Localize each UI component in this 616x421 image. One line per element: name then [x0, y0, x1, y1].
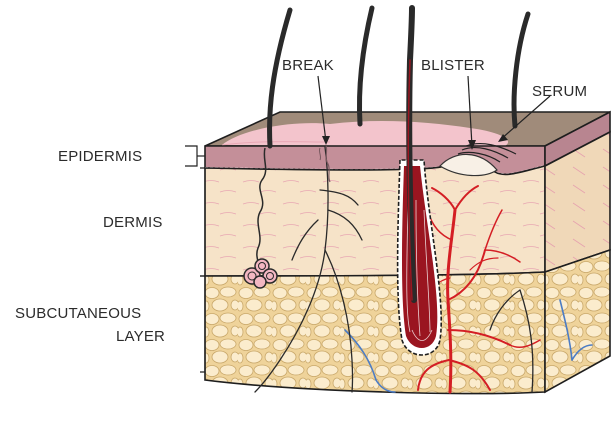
label-blister: BLISTER [421, 57, 485, 74]
label-serum: SERUM [532, 83, 587, 100]
label-subcutaneous-line2: LAYER [116, 328, 165, 345]
label-subcutaneous-line1: SUBCUTANEOUS [15, 305, 141, 322]
label-break: BREAK [282, 57, 334, 74]
label-epidermis: EPIDERMIS [58, 148, 142, 165]
subcutaneous-side [545, 250, 610, 392]
label-dermis: DERMIS [103, 214, 163, 231]
layer-brackets [185, 146, 205, 372]
